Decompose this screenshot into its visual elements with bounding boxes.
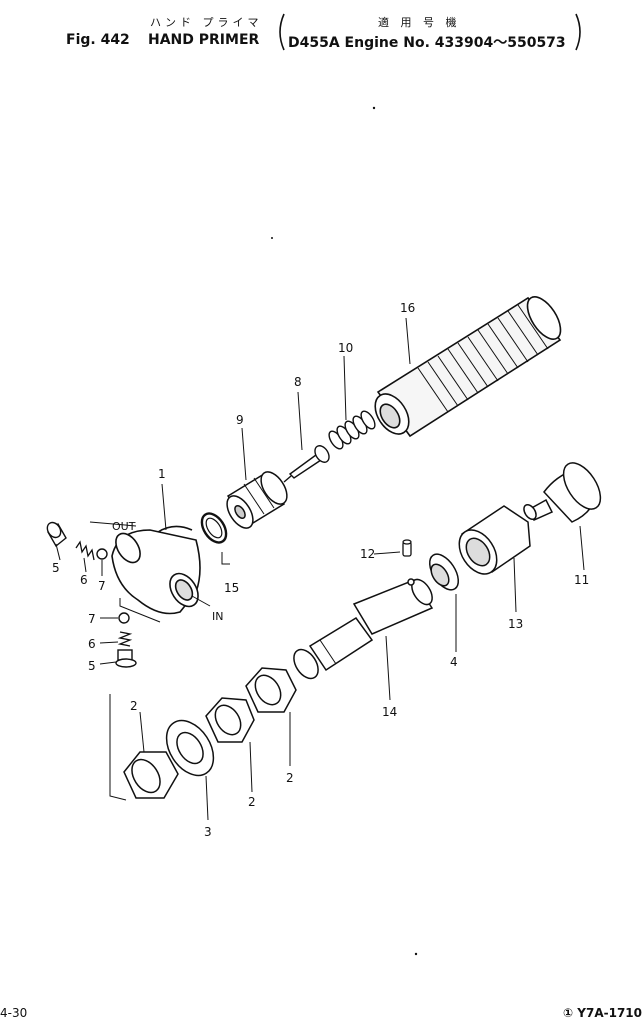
part-11-knob xyxy=(523,462,602,523)
drawing-code: ① Y7A-1710 xyxy=(562,1006,642,1020)
callout-4: 4 xyxy=(450,655,458,669)
part-15-o-ring xyxy=(200,512,228,544)
part-14-sleeve xyxy=(293,578,434,680)
figure-title: HAND PRIMER xyxy=(148,32,260,48)
callout-8: 8 xyxy=(294,375,302,389)
applicability-text: D455A Engine No. 433904～550573 xyxy=(288,35,566,51)
part-7-ball-top xyxy=(96,548,108,560)
part-10-spring xyxy=(328,410,376,450)
callout-1: 1 xyxy=(158,467,166,481)
port-label-out: OUT xyxy=(112,520,136,533)
callout-2-left: 2 xyxy=(130,699,138,713)
callout-7-top: 7 xyxy=(98,579,106,593)
callout-10: 10 xyxy=(338,341,353,355)
callout-2-right: 2 xyxy=(286,771,294,785)
callout-14: 14 xyxy=(382,705,397,719)
title-brackets xyxy=(279,13,581,51)
callout-12: 12 xyxy=(360,547,375,561)
callout-15: 15 xyxy=(224,581,239,595)
callout-9: 9 xyxy=(236,413,244,427)
callout-3: 3 xyxy=(204,825,212,839)
part-9-piston xyxy=(226,471,288,529)
port-label-in: IN xyxy=(212,610,223,623)
part-5-plug-bottom xyxy=(115,649,137,668)
part-3-washer xyxy=(165,719,215,777)
japanese-applicable-label: 適 用 号 機 xyxy=(378,16,461,29)
callout-11: 11 xyxy=(574,573,589,587)
callout-5-top: 5 xyxy=(52,561,60,575)
part-1-body xyxy=(111,525,201,615)
part-2-nut-right xyxy=(245,667,297,713)
part-5-plug-top xyxy=(46,521,67,548)
japanese-title: ハンド プライマ xyxy=(150,16,263,29)
part-16-barrel xyxy=(374,296,562,438)
part-2-nut-middle xyxy=(205,697,255,743)
callout-6-top: 6 xyxy=(80,573,88,587)
part-2-nut-left xyxy=(123,751,179,799)
part-7-ball-bottom xyxy=(118,612,130,624)
part-4-gasket xyxy=(428,553,460,591)
callout-6-bottom: 6 xyxy=(88,637,96,651)
stray-dots xyxy=(271,106,418,956)
leader-lines xyxy=(55,317,585,821)
callout-13: 13 xyxy=(508,617,523,631)
callout-7-bottom: 7 xyxy=(88,612,96,626)
callout-16: 16 xyxy=(400,301,415,315)
callout-5-bottom: 5 xyxy=(88,659,96,673)
page-number: 4-30 xyxy=(0,1006,28,1020)
part-8-plunger-rod xyxy=(283,445,330,483)
figure-number: Fig. 442 xyxy=(66,32,130,48)
callout-2-middle: 2 xyxy=(248,795,256,809)
part-12-pin xyxy=(402,539,412,557)
part-6-spring-top xyxy=(75,540,95,561)
part-13-cap-nut xyxy=(458,505,531,575)
part-6-spring-bottom xyxy=(117,631,133,647)
